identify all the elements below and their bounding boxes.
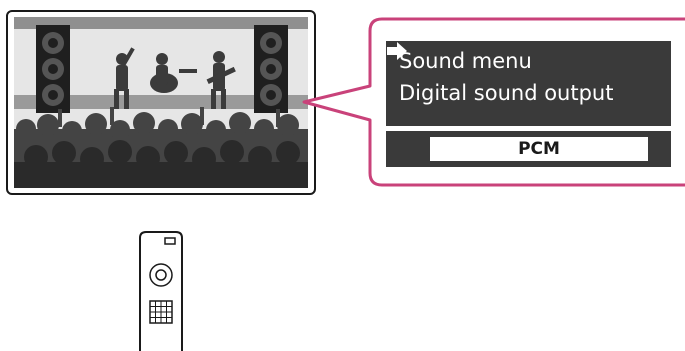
osd-panel: Sound menu Digital sound output PCM [386, 41, 671, 167]
osd-menu-item[interactable]: Digital sound output [399, 81, 613, 105]
osd-callout: Sound menu Digital sound output PCM [298, 16, 685, 188]
tv-screen [14, 17, 308, 188]
remote-control-icon [138, 230, 184, 351]
right-arrow-icon [386, 41, 408, 61]
tv-frame [6, 10, 316, 195]
osd-value-field[interactable]: PCM [430, 137, 648, 161]
osd-divider [386, 126, 671, 131]
osd-menu-title: Sound menu [399, 49, 532, 73]
concert-scene-image [14, 17, 308, 188]
